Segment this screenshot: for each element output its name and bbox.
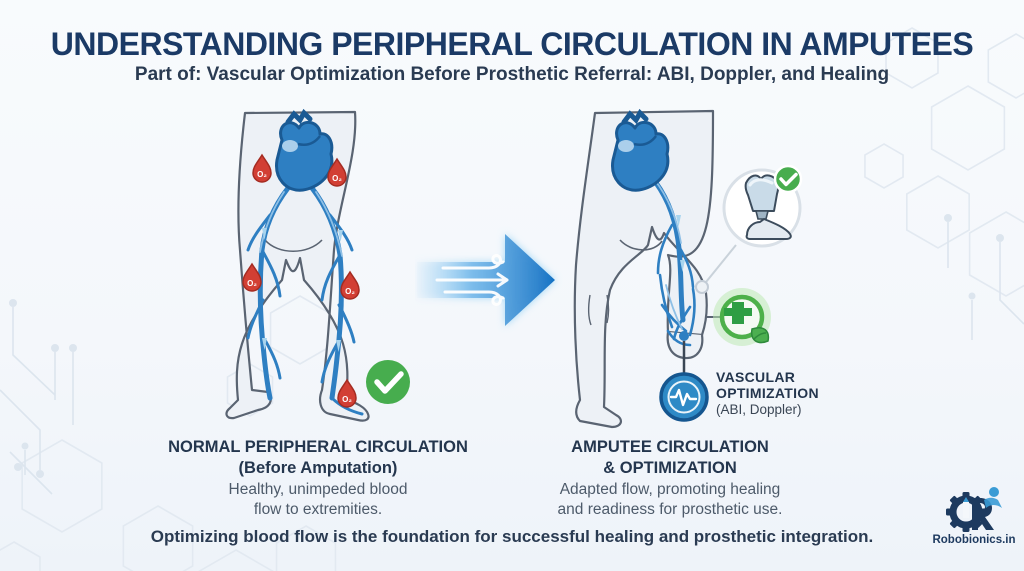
brand-gear-icon — [946, 487, 1002, 532]
blood-vessels — [246, 185, 364, 416]
brand-logo: Robobionics.in — [928, 484, 1020, 546]
prosthetic-connector-line — [695, 244, 737, 294]
prosthetic-leg-icon — [722, 164, 803, 248]
pulse-monitor-icon — [659, 372, 709, 422]
left-caption-heading-1: NORMAL PERIPHERAL CIRCULATION — [168, 438, 468, 456]
flow-arrow-icon — [417, 234, 555, 326]
right-caption-heading-2: & OPTIMIZATION — [603, 458, 737, 477]
normal-circulation-figure: O₂ O₂ O₂ O₂ O₂ — [225, 108, 410, 422]
lower-body-outline — [225, 110, 370, 422]
healing-plus-icon — [705, 288, 771, 346]
callout-line-2: OPTIMIZATION — [716, 384, 819, 401]
svg-text:O₂: O₂ — [332, 174, 342, 183]
o2-droplet-icon: O₂ O₂ O₂ O₂ O₂ — [242, 153, 360, 408]
vascular-optimization-label: VASCULAR OPTIMIZATION (ABI, Doppler) — [716, 369, 856, 418]
right-caption: AMPUTEE CIRCULATION & OPTIMIZATION Adapt… — [505, 437, 835, 519]
svg-text:O₂: O₂ — [342, 395, 352, 404]
brand-name: Robobionics.in — [932, 534, 1016, 546]
stump-blood-vessels — [647, 172, 696, 347]
left-caption-body-2: flow to extremities. — [253, 500, 383, 518]
svg-text:O₂: O₂ — [247, 279, 257, 288]
right-caption-body-2: and readiness for prosthetic use. — [557, 500, 783, 518]
amputee-circulation-figure — [573, 108, 803, 429]
left-caption-body-1: Healthy, unimpeded blood — [228, 481, 408, 499]
heart-icon — [611, 108, 670, 192]
page-title: UNDERSTANDING PERIPHERAL CIRCULATION IN … — [50, 26, 974, 62]
svg-text:O₂: O₂ — [257, 170, 267, 179]
left-caption: NORMAL PERIPHERAL CIRCULATION (Before Am… — [138, 437, 498, 519]
checkmark-icon — [366, 360, 410, 404]
right-caption-heading-1: AMPUTEE CIRCULATION — [571, 438, 769, 456]
callout-line-1: VASCULAR — [716, 369, 796, 385]
right-caption-body-1: Adapted flow, promoting healing — [559, 481, 781, 499]
footer-tagline: Optimizing blood flow is the foundation … — [150, 527, 874, 546]
heart-icon — [275, 108, 334, 192]
svg-text:O₂: O₂ — [345, 287, 355, 296]
left-caption-heading-2: (Before Amputation) — [238, 458, 398, 477]
page-subtitle: Part of: Vascular Optimization Before Pr… — [134, 64, 890, 85]
callout-line-3: (ABI, Doppler) — [716, 402, 802, 418]
